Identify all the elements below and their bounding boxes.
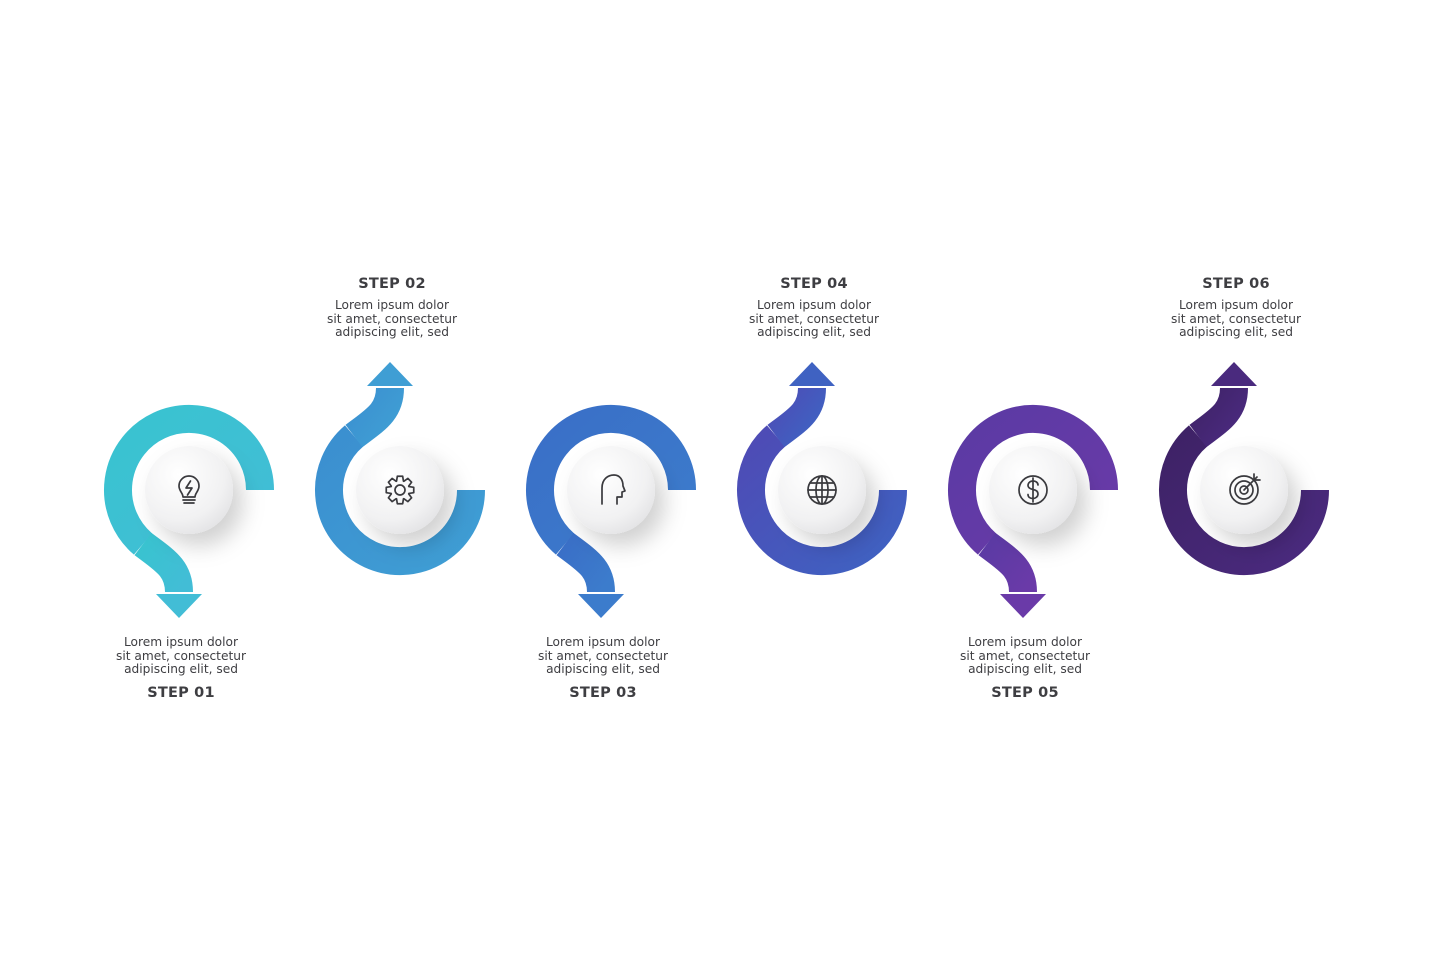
description-line: Lorem ipsum dolor [545, 635, 660, 649]
description-line: sit amet, consectetur [327, 311, 457, 326]
step-6-arrowhead [1211, 362, 1257, 386]
description-line: Lorem ipsum dolor [967, 635, 1082, 649]
step-4-title: STEP 04 [780, 276, 848, 292]
step-1-circle [145, 446, 233, 534]
description-line: Lorem ipsum dolor [756, 298, 871, 312]
description-line: sit amet, consectetur [1171, 311, 1301, 326]
step-6-arrow [1159, 362, 1329, 576]
lightbulb-icon [178, 475, 200, 504]
description-line: adipiscing elit, sed [968, 662, 1082, 676]
description-line: sit amet, consectetur [116, 648, 246, 663]
human-head-icon [601, 474, 626, 505]
step-1-arrowhead [156, 594, 202, 618]
step-5-title: STEP 05 [991, 685, 1059, 701]
description-line: adipiscing elit, sed [546, 662, 660, 676]
step-1-arrow [104, 404, 274, 618]
dollar-icon [1018, 475, 1048, 505]
step-5-arrowhead [1000, 594, 1046, 618]
step-3-arrow [526, 404, 696, 618]
step-3-circle [567, 446, 655, 534]
description-line: Lorem ipsum dolor [334, 298, 449, 312]
gear-icon [385, 475, 415, 505]
step-2-arrow [315, 362, 485, 576]
description-line: adipiscing elit, sed [1179, 325, 1293, 339]
target-icon [1229, 473, 1261, 505]
step-6-title: STEP 06 [1202, 276, 1270, 292]
step-3-title: STEP 03 [569, 685, 637, 701]
step-5-arrow [948, 404, 1118, 618]
step-4-arrow [737, 362, 907, 576]
step-1-title: STEP 01 [147, 685, 215, 701]
description-line: adipiscing elit, sed [757, 325, 871, 339]
step-2-title: STEP 02 [358, 276, 426, 292]
step-3-arrowhead [578, 594, 624, 618]
description-line: Lorem ipsum dolor [1178, 298, 1293, 312]
step-2-circle [356, 446, 444, 534]
description-line: adipiscing elit, sed [335, 325, 449, 339]
step-4-arrowhead [789, 362, 835, 386]
step-2-arrowhead [367, 362, 413, 386]
description-line: adipiscing elit, sed [124, 662, 238, 676]
description-line: sit amet, consectetur [538, 648, 668, 663]
description-line: sit amet, consectetur [960, 648, 1090, 663]
description-line: Lorem ipsum dolor [123, 635, 238, 649]
description-line: sit amet, consectetur [749, 311, 879, 326]
globe-icon [807, 475, 837, 505]
